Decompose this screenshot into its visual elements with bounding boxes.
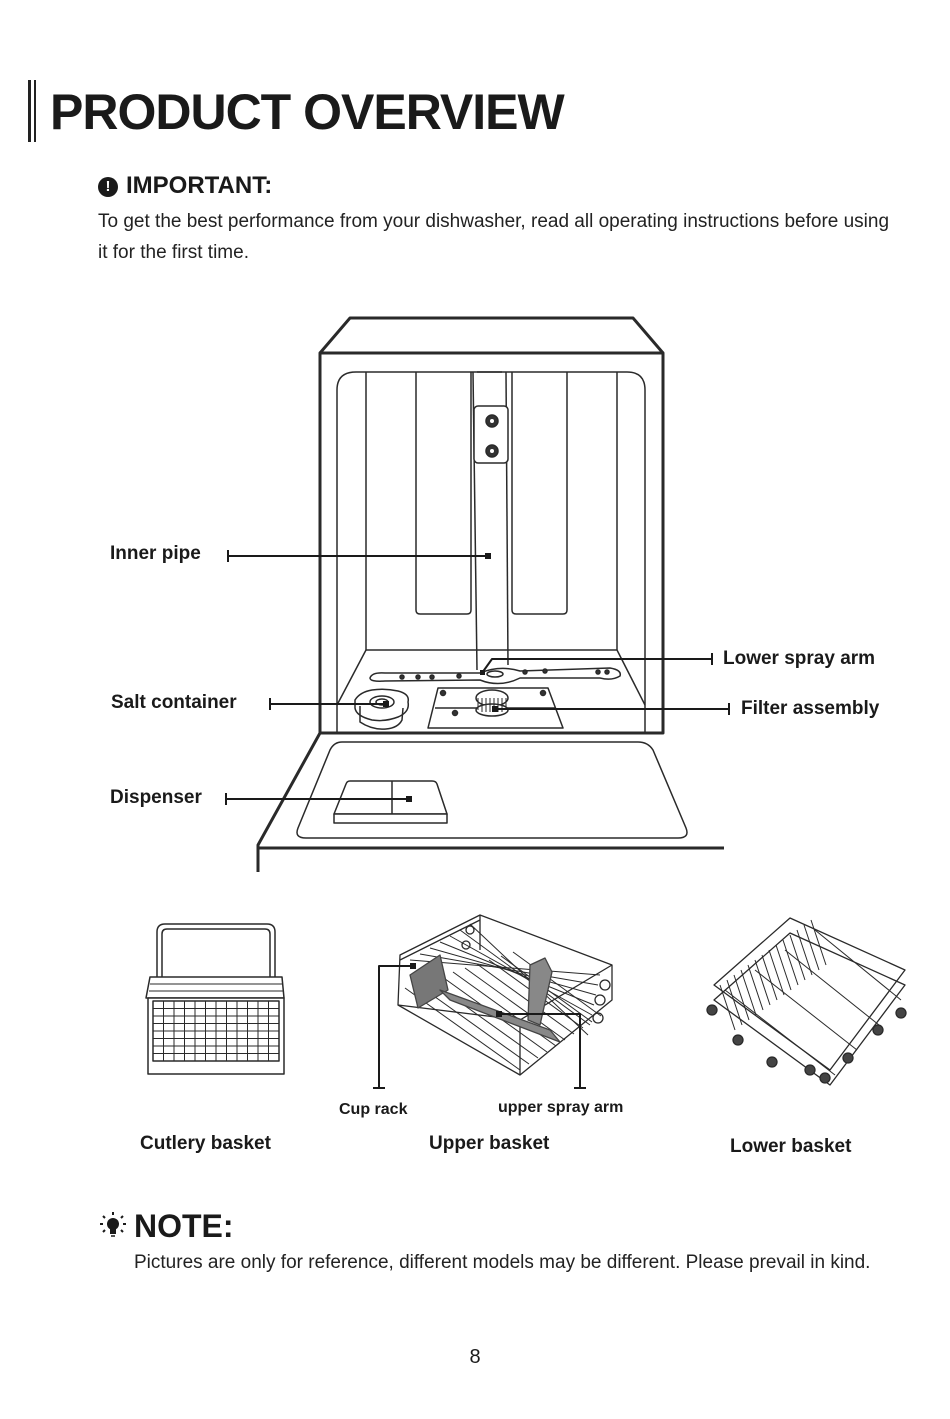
page-number: 8	[469, 1346, 481, 1368]
leader-lines	[225, 550, 730, 805]
dishwasher-body	[318, 316, 665, 735]
label-filter-assembly: Filter assembly	[741, 698, 880, 719]
page-title: PRODUCT OVERVIEW	[50, 84, 565, 140]
important-heading: IMPORTANT:	[126, 172, 273, 199]
tub-interior	[336, 371, 646, 733]
leader-points	[383, 553, 498, 802]
salt-container	[354, 688, 410, 730]
label-lower-basket: Lower basket	[730, 1136, 852, 1157]
pipe-bracket	[473, 405, 509, 464]
title-accent-bar-thin	[34, 80, 36, 142]
important-text: To get the best performance from your di…	[98, 211, 890, 263]
label-lower-spray-arm: Lower spray arm	[723, 648, 876, 669]
lightbulb-icon	[100, 1212, 126, 1237]
label-upper-basket: Upper basket	[429, 1133, 550, 1154]
upper-basket-leaders	[373, 965, 586, 1089]
note-heading: NOTE:	[134, 1208, 234, 1244]
door-inner-panel	[296, 741, 688, 839]
label-dispenser: Dispenser	[110, 787, 202, 808]
dishwasher-door	[256, 732, 724, 872]
lower-spray-arm	[369, 667, 622, 685]
exclamation-circle-icon: !	[98, 177, 118, 197]
label-cutlery-basket: Cutlery basket	[140, 1133, 271, 1154]
cutlery-basket-illustration	[145, 923, 285, 1075]
note-text: Pictures are only for reference, differe…	[134, 1252, 871, 1273]
label-inner-pipe: Inner pipe	[110, 543, 201, 564]
upper-basket-illustration	[397, 914, 613, 1076]
dispenser	[333, 780, 448, 824]
label-cup-rack: Cup rack	[339, 1101, 408, 1118]
label-upper-spray-arm: upper spray arm	[498, 1099, 624, 1116]
lower-basket-illustration	[706, 917, 907, 1086]
title-accent-bar	[28, 80, 31, 142]
label-salt-container: Salt container	[111, 692, 237, 713]
